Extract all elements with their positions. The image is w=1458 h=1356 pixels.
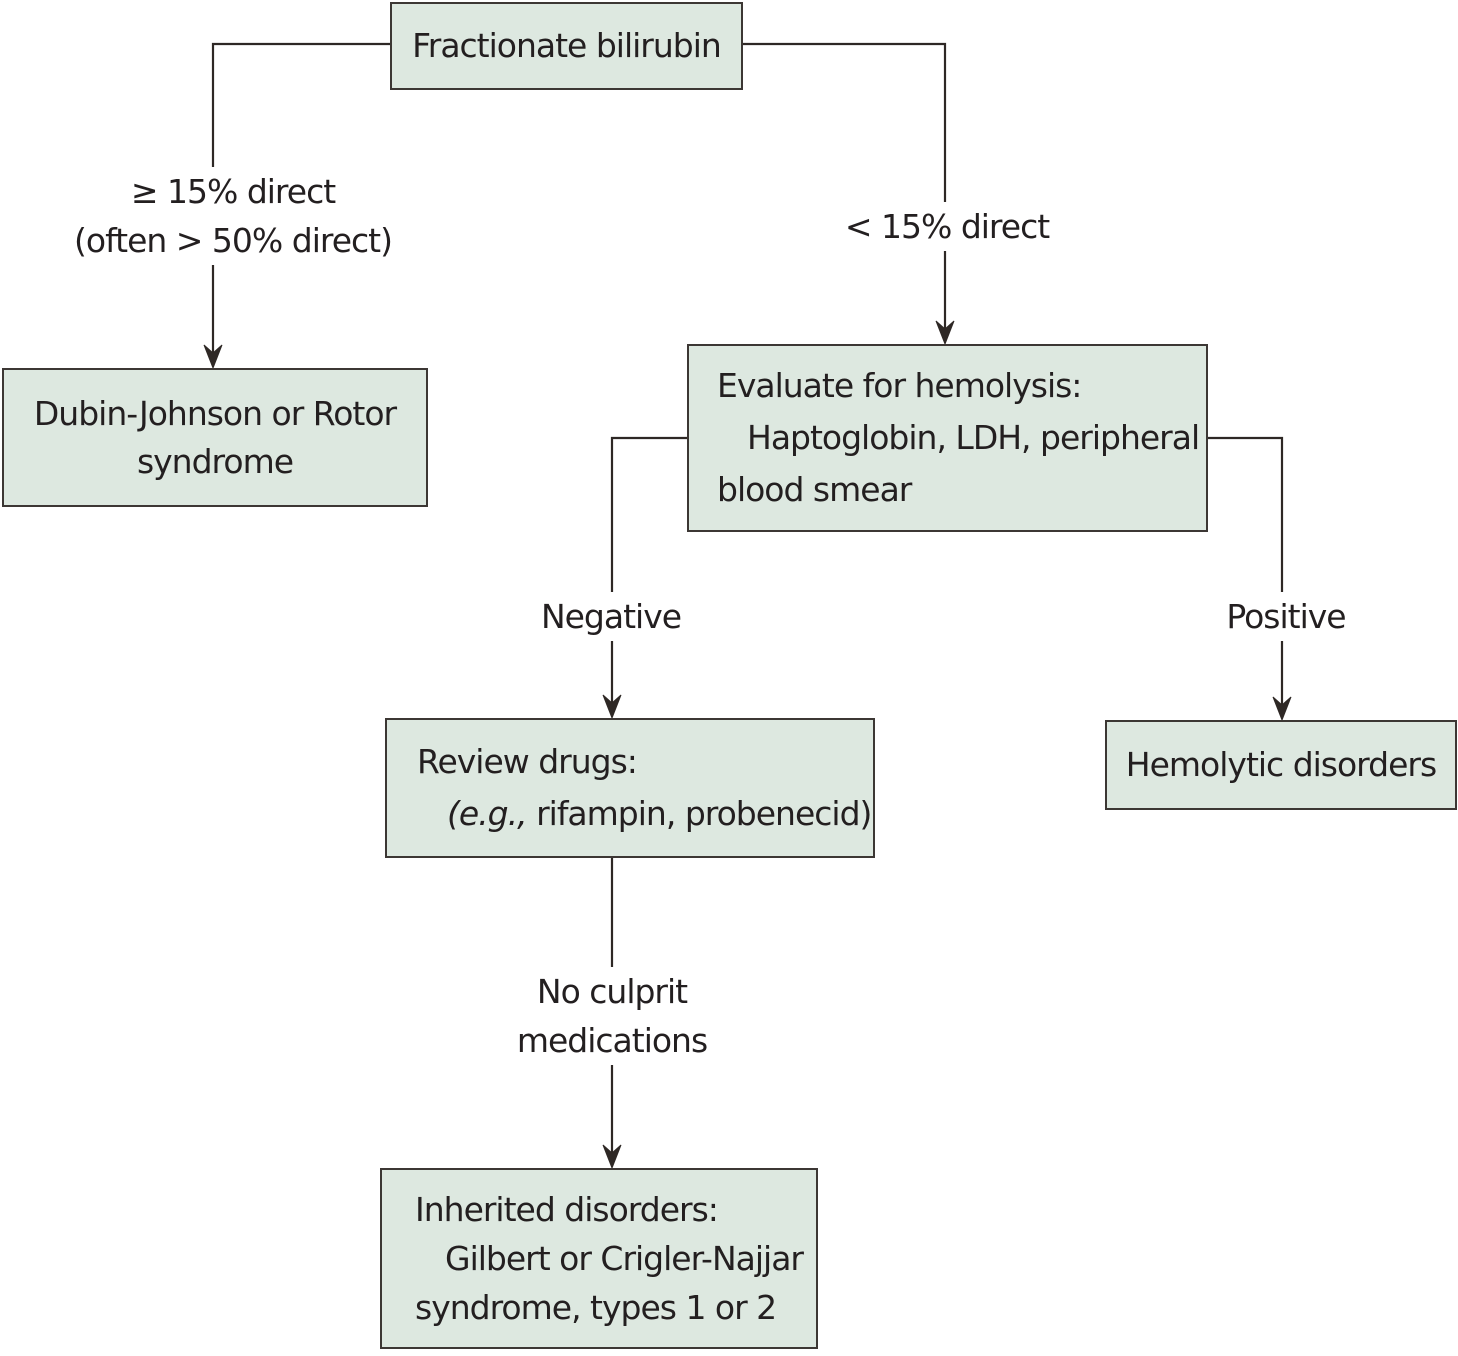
node-fractionate-bilirubin: Fractionate bilirubin	[390, 2, 743, 90]
edge-right-branch	[743, 42, 947, 333]
node-text-italic: (e.g.,	[447, 794, 528, 833]
node-text: Haptoglobin, LDH, peripheral	[747, 418, 1200, 457]
node-text: Review drugs:	[417, 742, 638, 781]
edge-label-line: < 15% direct	[844, 207, 1050, 246]
node-text: (e.g., rifampin, probenecid)	[417, 788, 872, 840]
arrowhead-right-branch	[935, 320, 955, 346]
node-text: blood smear	[717, 470, 912, 509]
arrowhead-no-culprit	[602, 1144, 622, 1170]
edge-label-line: (often > 50% direct)	[74, 221, 393, 260]
edge-label-no-culprit-medications: No culprit medications	[510, 967, 714, 1065]
node-hemolytic-disorders: Hemolytic disorders	[1105, 720, 1457, 810]
node-review-drugs: Review drugs: (e.g., rifampin, probeneci…	[385, 718, 875, 858]
edge-label-line: ≥ 15% direct	[130, 172, 336, 211]
edge-positive	[1208, 436, 1284, 709]
node-evaluate-hemolysis: Evaluate for hemolysis: Haptoglobin, LDH…	[687, 344, 1208, 532]
edge-negative	[610, 436, 687, 707]
node-text: Inherited disorders:	[415, 1190, 719, 1229]
edge-label-line: No culprit	[536, 972, 688, 1011]
node-text: Gilbert or Crigler-Najjar	[445, 1239, 804, 1278]
node-text: Hemolytic disorders	[1125, 745, 1437, 784]
node-text: Fractionate bilirubin	[412, 26, 722, 65]
node-text: Dubin-Johnson or Rotor	[33, 393, 397, 433]
node-dubin-johnson-rotor: Dubin-Johnson or Rotor syndrome	[2, 368, 428, 507]
arrowhead-negative	[602, 694, 622, 720]
node-text: syndrome, types 1 or 2	[415, 1288, 777, 1327]
edge-label-line: Negative	[540, 597, 682, 636]
node-text: syndrome	[136, 441, 294, 481]
edge-label-line: medications	[516, 1021, 708, 1060]
edge-label-positive: Positive	[1220, 592, 1352, 641]
node-inherited-disorders: Inherited disorders: Gilbert or Crigler-…	[380, 1168, 818, 1349]
node-text: rifampin, probenecid)	[526, 794, 872, 833]
edge-label-ge-15-direct: ≥ 15% direct (often > 50% direct)	[68, 167, 398, 265]
arrowhead-left-branch	[203, 344, 223, 370]
edge-label-line: Positive	[1226, 597, 1346, 636]
node-text: Evaluate for hemolysis:	[717, 366, 1082, 405]
arrowhead-positive	[1272, 696, 1292, 722]
edge-label-lt-15-direct: < 15% direct	[838, 202, 1056, 251]
edge-label-negative: Negative	[534, 592, 688, 641]
